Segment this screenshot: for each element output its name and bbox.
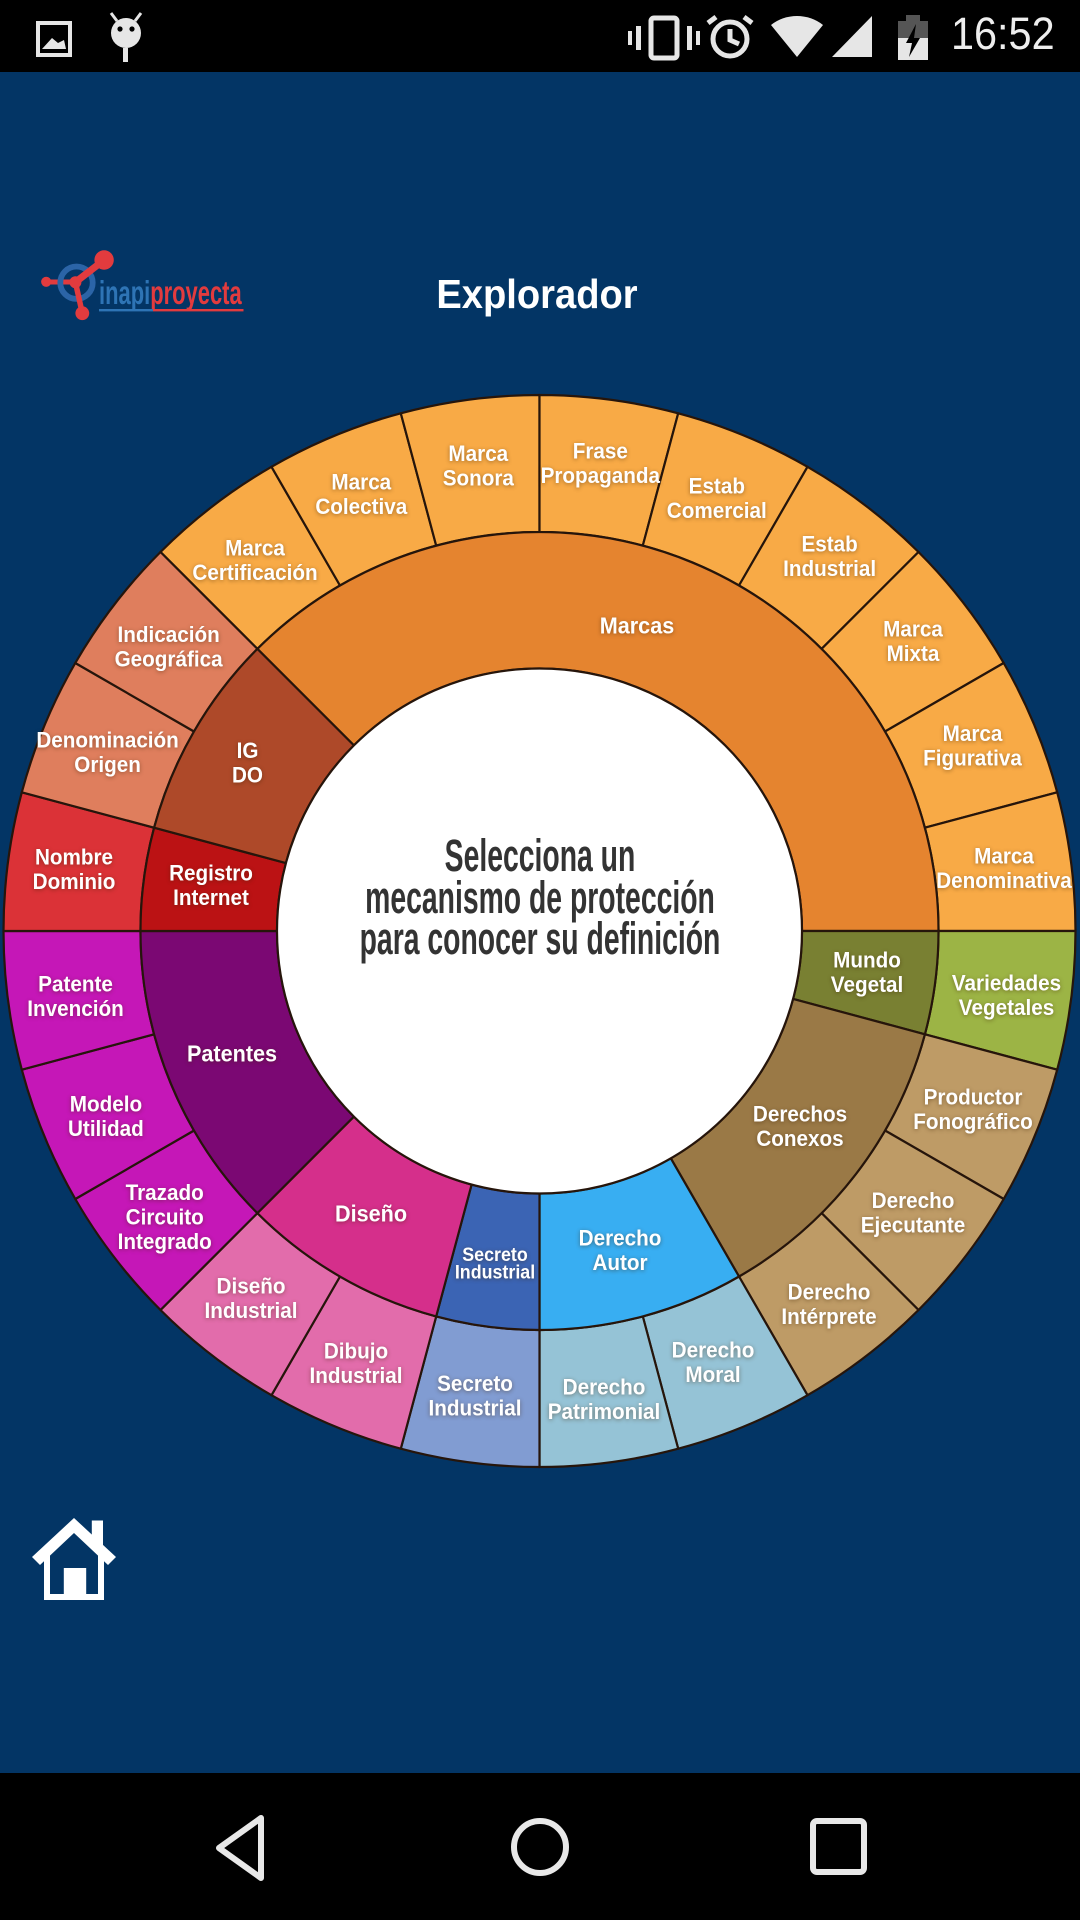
svg-text:Derecho: Derecho: [579, 1226, 662, 1251]
svg-text:Marcas: Marcas: [600, 613, 674, 639]
svg-text:Trazado: Trazado: [126, 1180, 204, 1205]
svg-text:Marca: Marca: [943, 722, 1003, 747]
svg-text:Patrimonial: Patrimonial: [548, 1400, 661, 1425]
svg-text:Productor: Productor: [924, 1085, 1023, 1110]
svg-text:inapiproyecta: inapiproyecta: [99, 275, 242, 312]
svg-text:Marca: Marca: [974, 844, 1034, 869]
svg-text:Derechos: Derechos: [753, 1102, 847, 1127]
svg-text:Secreto: Secreto: [462, 1244, 527, 1266]
svg-text:Registro: Registro: [169, 861, 253, 886]
svg-text:Derecho: Derecho: [872, 1189, 955, 1214]
svg-text:Denominación: Denominación: [36, 728, 178, 753]
svg-text:Modelo: Modelo: [70, 1092, 142, 1117]
svg-text:Variedades: Variedades: [952, 971, 1061, 996]
svg-text:Mixta: Mixta: [887, 642, 940, 667]
svg-text:Estab: Estab: [801, 532, 857, 557]
svg-text:Denominativa: Denominativa: [936, 869, 1072, 894]
svg-text:Diseño: Diseño: [217, 1274, 286, 1299]
svg-text:Patente: Patente: [38, 972, 113, 997]
svg-text:Industrial: Industrial: [455, 1261, 535, 1283]
svg-text:Marca: Marca: [225, 536, 285, 561]
svg-text:Moral: Moral: [685, 1363, 740, 1388]
svg-text:Autor: Autor: [592, 1251, 647, 1276]
svg-text:Marca: Marca: [883, 617, 943, 642]
svg-text:Certificación: Certificación: [192, 561, 317, 586]
svg-text:Marca: Marca: [448, 441, 508, 466]
svg-text:Circuito: Circuito: [126, 1205, 204, 1230]
svg-text:Figurativa: Figurativa: [923, 746, 1022, 771]
svg-text:Industrial: Industrial: [309, 1364, 402, 1389]
svg-text:Dominio: Dominio: [33, 869, 116, 894]
svg-text:Secreto: Secreto: [437, 1372, 513, 1397]
svg-text:Nombre: Nombre: [35, 845, 113, 870]
svg-text:Vegetal: Vegetal: [831, 973, 903, 998]
svg-text:Industrial: Industrial: [204, 1299, 297, 1324]
svg-text:Patentes: Patentes: [187, 1041, 277, 1067]
svg-text:Diseño: Diseño: [335, 1201, 407, 1227]
svg-text:DO: DO: [232, 763, 263, 788]
svg-text:Colectiva: Colectiva: [315, 494, 407, 519]
svg-text:Integrado: Integrado: [118, 1229, 212, 1254]
svg-text:Utilidad: Utilidad: [68, 1117, 144, 1142]
svg-text:Estab: Estab: [689, 474, 745, 499]
svg-text:Derecho: Derecho: [672, 1338, 755, 1363]
svg-text:Comercial: Comercial: [667, 498, 767, 523]
svg-text:Fonográfico: Fonográfico: [913, 1110, 1032, 1135]
svg-text:Ejecutante: Ejecutante: [861, 1213, 966, 1238]
svg-text:Geográfica: Geográfica: [115, 647, 223, 672]
svg-text:Indicación: Indicación: [117, 623, 219, 648]
svg-text:Mundo: Mundo: [833, 948, 901, 973]
svg-text:Sonora: Sonora: [443, 466, 514, 491]
svg-text:Derecho: Derecho: [563, 1375, 646, 1400]
svg-text:Vegetales: Vegetales: [959, 996, 1054, 1021]
svg-text:Frase: Frase: [573, 439, 628, 464]
svg-text:Marca: Marca: [331, 470, 391, 495]
svg-text:Conexos: Conexos: [756, 1127, 843, 1152]
svg-text:IG: IG: [237, 739, 259, 764]
svg-text:Industrial: Industrial: [428, 1396, 521, 1421]
svg-text:Origen: Origen: [74, 753, 141, 778]
svg-text:Intérprete: Intérprete: [781, 1305, 876, 1330]
svg-text:Industrial: Industrial: [783, 557, 876, 582]
svg-text:Derecho: Derecho: [788, 1280, 871, 1305]
svg-text:Propaganda: Propaganda: [541, 464, 661, 489]
svg-text:Dibujo: Dibujo: [324, 1339, 388, 1364]
svg-text:Invención: Invención: [27, 997, 123, 1022]
svg-text:Internet: Internet: [173, 886, 249, 911]
